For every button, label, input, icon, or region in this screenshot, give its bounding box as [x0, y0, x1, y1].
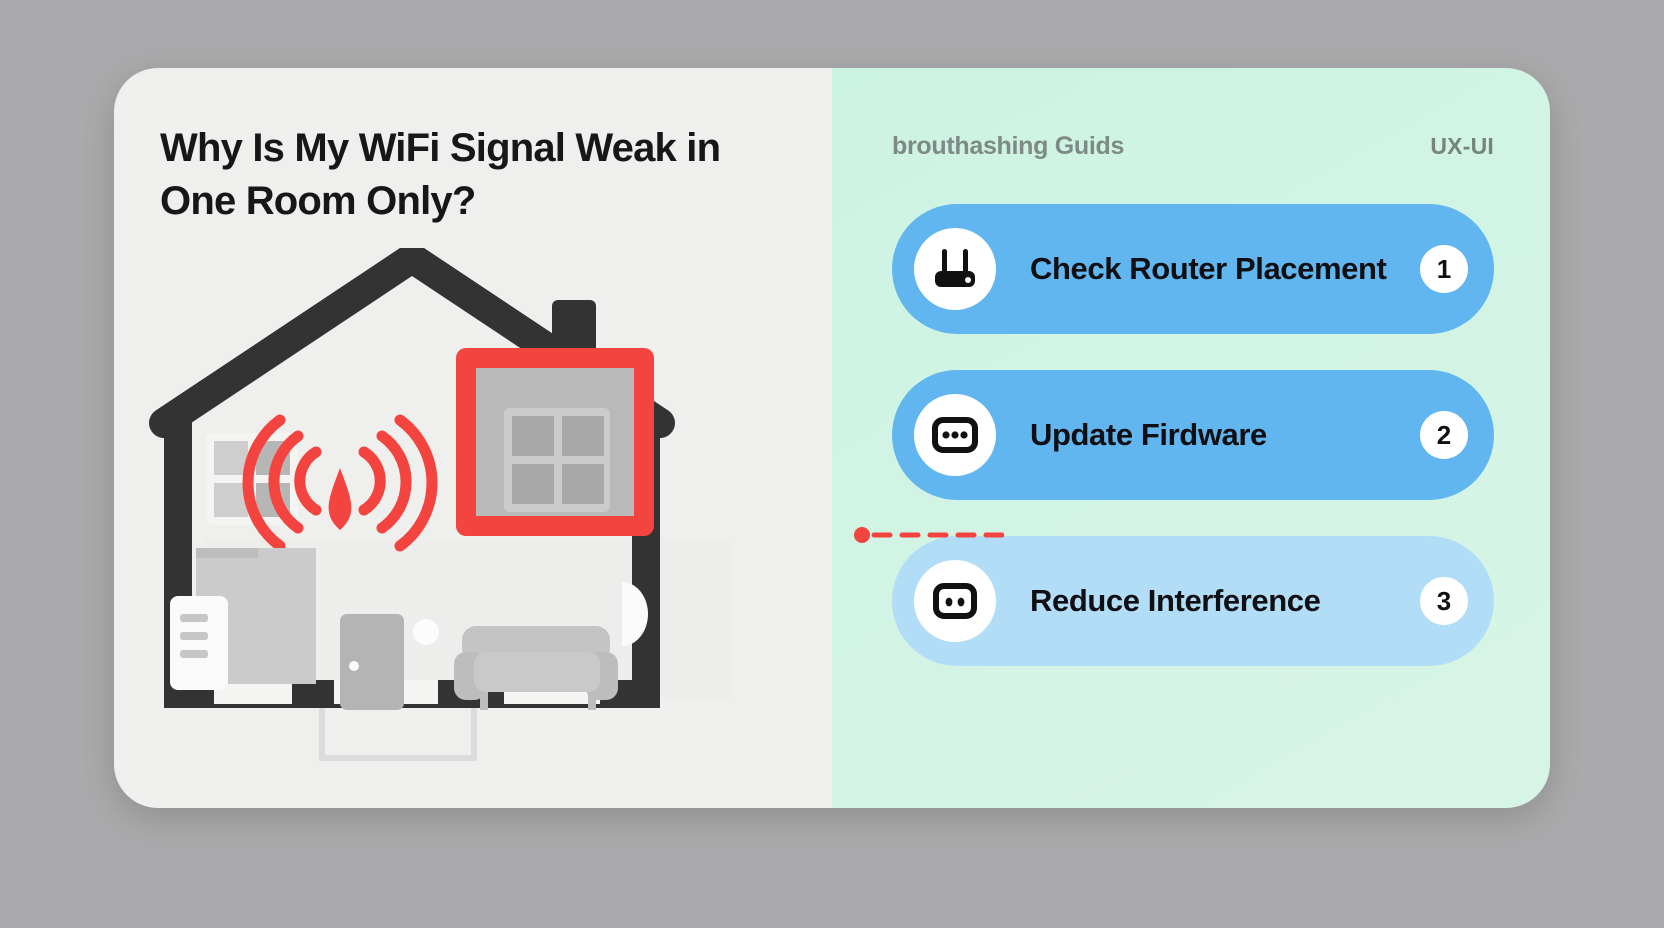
left-panel: Why Is My WiFi Signal Weak in One Room O…: [114, 68, 1004, 808]
tip-number-2: 2: [1420, 411, 1468, 459]
device-icon: [933, 583, 977, 619]
tip-card-1[interactable]: Check Router Placement 1: [892, 204, 1494, 334]
tip-label-2: Update Firdware: [1030, 417, 1267, 452]
tips-list: Check Router Placement 1 Update Firdware…: [892, 204, 1494, 666]
tip-label-3: Reduce Interference: [1030, 583, 1321, 618]
tip-card-2[interactable]: Update Firdware 2: [892, 370, 1494, 500]
page-title: Why Is My WiFi Signal Weak in One Room O…: [160, 126, 721, 224]
sofa-furniture: [454, 626, 618, 710]
infographic-card: Why Is My WiFi Signal Weak in One Room O…: [114, 68, 1550, 808]
tip-label-1: Check Router Placement: [1030, 251, 1387, 286]
router-icon: [935, 249, 975, 287]
brand-label: brouthashing Guids: [892, 132, 1125, 160]
tip-icon-badge-1: [914, 228, 996, 310]
tip-number-1: 1: [1420, 245, 1468, 293]
cabinet-furniture: [170, 548, 316, 690]
panel-header: brouthashing Guids UX-UI: [892, 132, 1494, 172]
door-shape: [340, 614, 404, 710]
category-label: UX-UI: [1430, 133, 1494, 159]
tip-card-3[interactable]: Reduce Interference 3: [892, 536, 1494, 666]
modem-icon: [932, 417, 978, 453]
ceiling-light: [413, 619, 439, 645]
weak-signal-room: [456, 348, 654, 536]
tip-number-3: 3: [1420, 577, 1468, 625]
right-panel: brouthashing Guids UX-UI Check Router Pl…: [832, 68, 1550, 808]
tip-icon-badge-3: [914, 560, 996, 642]
tip-icon-badge-2: [914, 394, 996, 476]
lamp-furniture: [622, 582, 648, 646]
house-illustration: [149, 248, 734, 761]
wifi-signal-icon: [242, 414, 438, 552]
